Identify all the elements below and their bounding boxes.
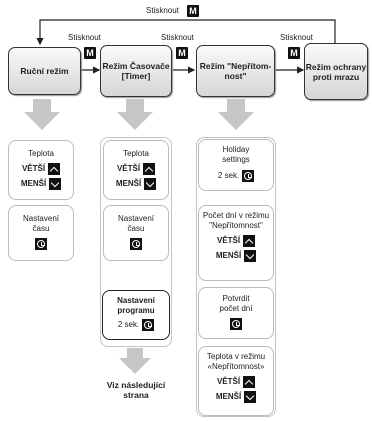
arrow-down-icon: [244, 391, 257, 403]
timer-time-title: Nastavení času: [117, 214, 155, 233]
mode-timer: Režim Časovače [Timer]: [100, 45, 172, 97]
timer-time-card: Nastavení času: [103, 205, 169, 261]
timer-up-label: VĚTŠÍ: [116, 164, 141, 173]
away-confirm-card: Potvrdit počet dní: [198, 287, 274, 339]
arrow-up-icon: [243, 376, 256, 388]
away-temp-card: Teplota v režimu «Nepřítomnost» VĚTŠÍ ME…: [198, 346, 274, 416]
press-label-1: Stisknout: [68, 33, 101, 42]
away-down-label: MENŠÍ: [215, 251, 242, 260]
down-arrow-away: [218, 99, 254, 130]
mode-away: Režim "Nepřítom-nost": [196, 45, 275, 97]
arrow-up-icon: [143, 163, 156, 175]
away-down2-label: MENŠÍ: [215, 392, 242, 401]
mode-manual: Ruční režim: [8, 47, 81, 95]
arrow-up-icon: [48, 163, 61, 175]
m-button-icon: M: [288, 47, 300, 59]
press-label-3: Stisknout: [280, 33, 313, 42]
away-days-card: Počet dní v režimu "Nepřítomnost" VĚTŠÍ …: [198, 205, 274, 281]
manual-time-card: Nastavení času: [8, 205, 74, 261]
clock-icon: [242, 170, 255, 182]
timer-program-card: Nastavení programu 2 sek.: [102, 290, 170, 340]
timer-column: [100, 137, 172, 347]
timer-program-hold: 2 sek.: [117, 320, 140, 329]
m-button-icon: M: [84, 47, 96, 59]
away-holiday-card: Holiday settings 2 sek.: [198, 139, 274, 191]
loop-line: [36, 19, 336, 48]
manual-time-title: Nastavení času: [22, 214, 60, 233]
clock-icon: [230, 318, 242, 330]
away-confirm-title: Potvrdit počet dní: [219, 294, 253, 313]
m-button-icon: M: [187, 5, 199, 17]
away-temp-title: Teplota v režimu «Nepřítomnost»: [206, 352, 266, 371]
clock-icon: [142, 319, 155, 331]
clock-icon: [35, 238, 47, 250]
timer-down-label: MENŠÍ: [115, 179, 142, 188]
down-arrow-manual: [24, 99, 60, 130]
down-arrow-timer: [117, 99, 153, 130]
away-days-title: Počet dní v režimu "Nepřítomnost": [202, 211, 270, 230]
away-holiday-hold: 2 sek.: [217, 171, 240, 180]
footer-note: Viz následující strana: [106, 380, 166, 400]
manual-temp-title: Teplota: [28, 149, 54, 158]
arrow-up-icon: [243, 235, 256, 247]
timer-temp-card: Teplota VĚTŠÍ MENŠÍ: [103, 140, 169, 200]
away-holiday-title: Holiday settings: [222, 145, 250, 164]
mode-frost: Režim ochrany proti mrazu: [304, 43, 368, 100]
arrow-down-icon: [244, 250, 257, 262]
manual-temp-card: Teplota VĚTŠÍ MENŠÍ: [8, 140, 74, 200]
away-up2-label: VĚTŠÍ: [216, 377, 241, 386]
m-button-icon: M: [176, 47, 188, 59]
manual-down-label: MENŠÍ: [20, 179, 47, 188]
away-up-label: VĚTŠÍ: [216, 236, 241, 245]
press-label-2: Stisknout: [161, 33, 194, 42]
timer-program-title: Nastavení programu: [117, 296, 155, 315]
timer-temp-title: Teplota: [123, 149, 149, 158]
down-arrow-timer-bottom: [119, 348, 151, 374]
arrow-down-icon: [144, 178, 157, 190]
arrow-down-icon: [49, 178, 62, 190]
away-column: [196, 137, 276, 417]
clock-icon: [130, 238, 142, 250]
manual-up-label: VĚTŠÍ: [21, 164, 46, 173]
top-press-label: Stisknout: [146, 6, 179, 15]
